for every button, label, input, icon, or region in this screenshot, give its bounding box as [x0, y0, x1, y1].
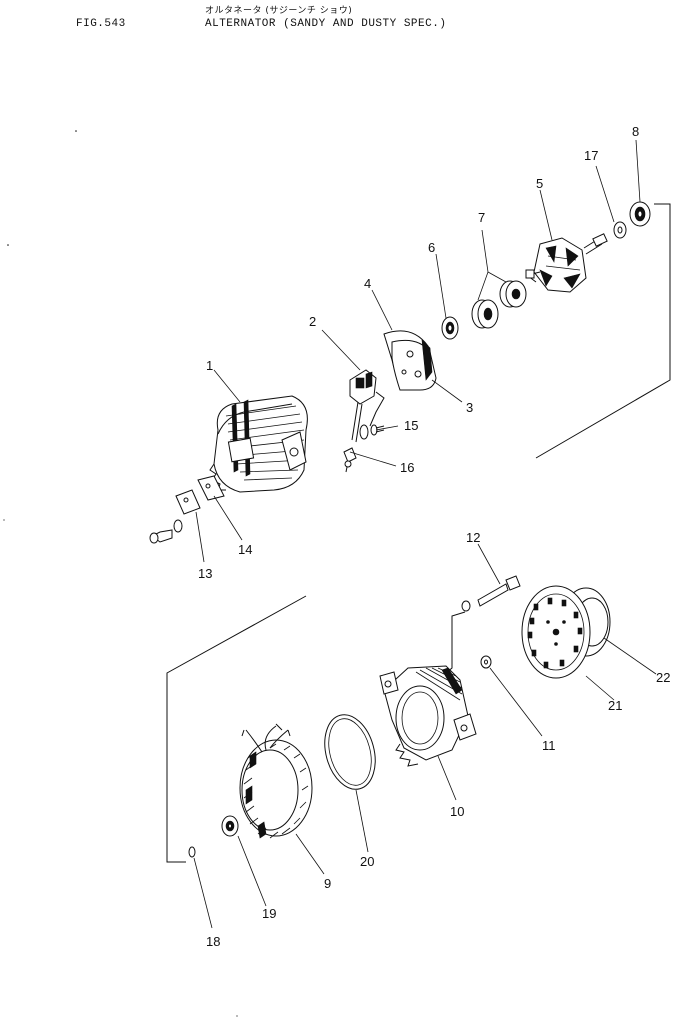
callout-3: 3	[466, 400, 473, 415]
leader-lines	[193, 139, 657, 929]
callout-15: 15	[404, 418, 418, 433]
callout-22: 22	[656, 670, 670, 685]
callout-11: 11	[542, 738, 556, 753]
callout-8: 8	[632, 124, 639, 139]
page-header: FIG.543 オルタネータ (サジーンチ ショウ) ALTERNATOR (S…	[0, 0, 676, 40]
part-11-washer	[480, 655, 492, 669]
part-1-drive-end-frame	[209, 395, 308, 493]
callout-7: 7	[478, 210, 485, 225]
callout-13: 13	[198, 566, 212, 581]
callout-16: 16	[400, 460, 414, 475]
callout-1: 1	[206, 358, 213, 373]
callout-10: 10	[450, 804, 464, 819]
title-japanese: オルタネータ (サジーンチ ショウ)	[205, 6, 353, 16]
part-6-bearing	[441, 316, 459, 340]
part-21-22-pulley-fan	[521, 585, 611, 679]
callout-19: 19	[262, 906, 276, 921]
callout-20: 20	[360, 854, 374, 869]
part-10-rear-frame	[379, 665, 477, 767]
part-5-rotor	[525, 233, 608, 293]
callout-9: 9	[324, 876, 331, 891]
part-7-slip-rings	[471, 280, 527, 329]
part-2-brush-holder	[349, 369, 385, 443]
part-17-spacer	[613, 221, 627, 239]
part-20-ring	[324, 714, 376, 790]
part-13-plate-bolt	[149, 489, 201, 544]
part-15-bolt	[359, 424, 385, 440]
callout-labels: 1 2 3 4 5 6 7 8 9 10 11 12 13 14 15 16 1…	[198, 124, 670, 949]
callout-14: 14	[238, 542, 252, 557]
callout-17: 17	[584, 148, 598, 163]
assembly-lines	[166, 203, 671, 863]
part-3-4-rectifier-plates	[383, 330, 437, 391]
part-8-bearing	[629, 201, 651, 227]
part-14-gasket	[197, 475, 225, 501]
part-16-screw	[343, 447, 357, 473]
callout-5: 5	[536, 176, 543, 191]
callout-4: 4	[364, 276, 371, 291]
scan-specks	[3, 130, 238, 1017]
callout-18: 18	[206, 934, 220, 949]
callout-21: 21	[608, 698, 622, 713]
part-18-snap-ring	[188, 846, 196, 858]
callout-2: 2	[309, 314, 316, 329]
figure-number: FIG.543	[76, 18, 126, 30]
title-english: ALTERNATOR (SANDY AND DUSTY SPEC.)	[205, 18, 447, 30]
part-19-bearing	[221, 815, 239, 837]
callout-12: 12	[466, 530, 480, 545]
callout-6: 6	[428, 240, 435, 255]
part-12-through-bolt	[461, 575, 521, 612]
part-9-stator	[239, 723, 313, 839]
